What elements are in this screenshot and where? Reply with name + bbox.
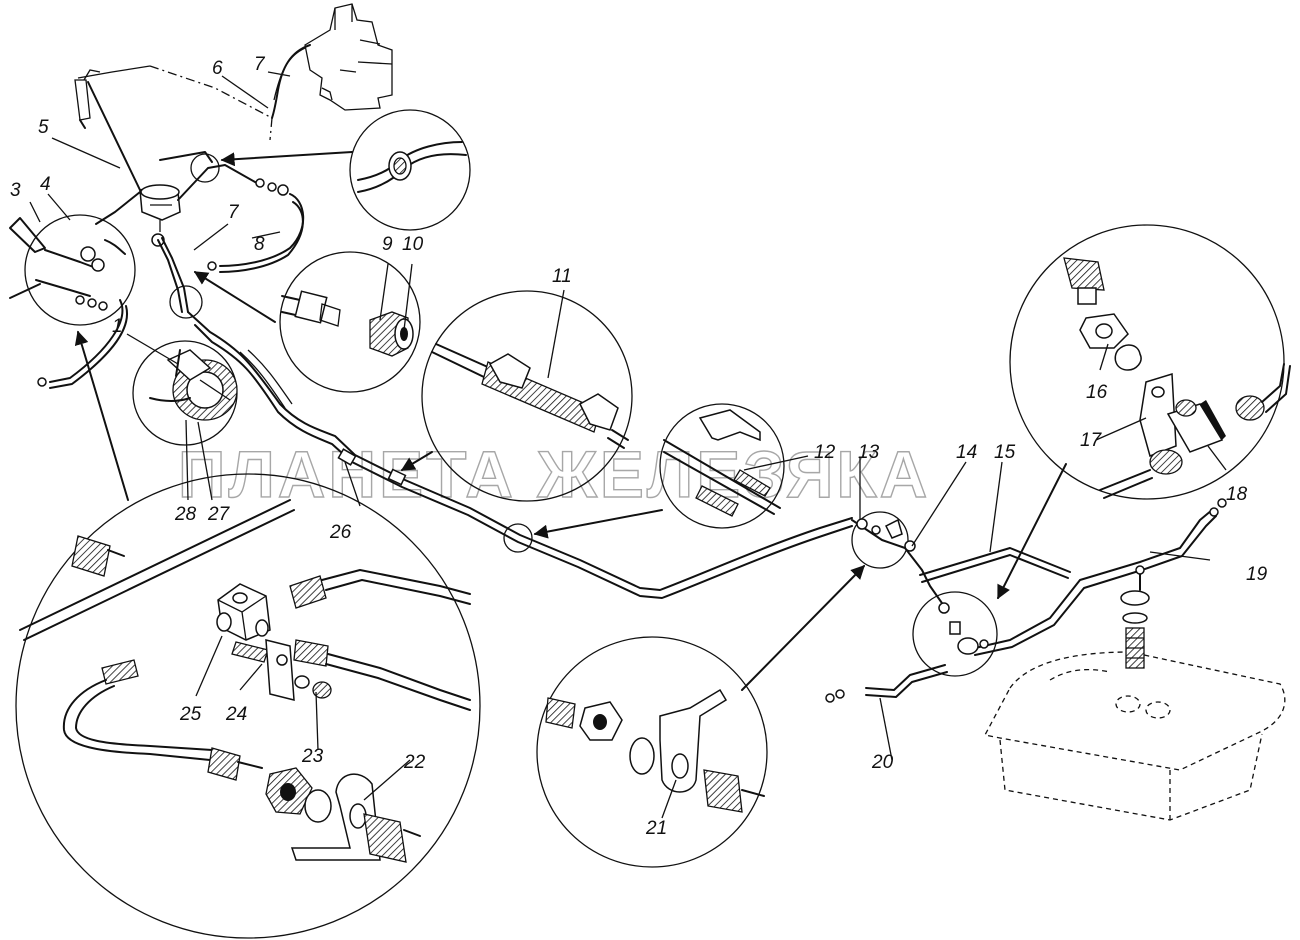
fitting-20-b [825, 693, 835, 703]
injection-pump [304, 3, 393, 111]
pipe-19-b [974, 515, 1217, 656]
main-fuel-line-upper [187, 311, 853, 591]
callout-13: 13 [858, 442, 880, 463]
fitting-19-a [1209, 507, 1219, 517]
joint-marker-13 [851, 511, 909, 569]
fitting-14 [904, 540, 916, 552]
detail-circle-nut-fitting [279, 251, 421, 393]
callout-22: 22 [403, 752, 426, 773]
callout-7-mid: 7 [228, 202, 240, 223]
pipe-20-b [865, 671, 948, 698]
fuel-gauge-sender [1120, 565, 1150, 669]
callout-15: 15 [994, 442, 1016, 463]
return-pipe-15-b [921, 554, 1069, 583]
callout-26: 26 [329, 522, 352, 543]
arrow-top-detail [220, 151, 353, 167]
callout-23: 23 [301, 746, 324, 767]
return-pipe-15 [919, 547, 1071, 576]
callout-10: 10 [402, 234, 424, 255]
flex-hose-8 [207, 178, 305, 273]
detail-circle-pipe-joint [349, 109, 471, 231]
control-rod-5 [87, 81, 141, 191]
arrow-to-sleeve [533, 509, 663, 539]
leader-lines [29, 71, 1227, 819]
joint-marker-12 [503, 523, 533, 553]
main-fuel-line-lower [194, 324, 853, 599]
detail-circle-left-fittings [9, 214, 136, 326]
control-dashed-line [149, 65, 273, 141]
fitting-19-b [1217, 498, 1227, 508]
fitting-13-b [871, 525, 881, 535]
detail-circle-tee-block [1009, 224, 1291, 500]
detail-circle-bracket-21 [536, 636, 768, 868]
pipe-to-separator-2 [161, 237, 189, 313]
joint-marker-7 [169, 285, 203, 319]
callout-8: 8 [254, 234, 265, 255]
hose-left-lower [49, 299, 124, 383]
pump-fuel-hose-inner [273, 47, 306, 101]
callout-17: 17 [1080, 430, 1103, 451]
callout-14: 14 [956, 442, 977, 463]
hose-left-lower-2 [49, 305, 128, 389]
fitting-13-a [856, 518, 868, 530]
callout-24: 24 [225, 704, 247, 725]
detail-circle-manifold [15, 473, 481, 939]
clamp-26 [337, 448, 357, 466]
joint-marker-top [190, 153, 220, 183]
callout-16: 16 [1086, 382, 1108, 403]
arrow-to-joint-9-10 [193, 271, 276, 323]
clamp-11 [387, 468, 407, 486]
callout-9: 9 [382, 234, 393, 255]
arrow-to-joint-13 [741, 565, 865, 691]
pipe-13-14 [851, 519, 945, 607]
callout-5: 5 [38, 117, 49, 138]
pipe-to-manifold [159, 151, 213, 163]
callout-18: 18 [1226, 484, 1248, 505]
callout-19: 19 [1246, 564, 1268, 585]
arrow-to-left-detail [74, 330, 129, 501]
callout-7-top: 7 [254, 54, 266, 75]
arrow-to-clamp [400, 451, 433, 471]
pipe-19 [974, 509, 1213, 649]
fuel-filter [139, 184, 181, 247]
callout-6: 6 [212, 58, 223, 79]
callout-11: 11 [552, 266, 572, 287]
pipe-to-separator [157, 239, 183, 313]
callout-labels: 1 3 4 5 6 7 7 8 9 10 11 12 13 14 15 16 1… [10, 54, 1268, 839]
callout-20: 20 [871, 752, 894, 773]
detail-circle-junction [912, 591, 998, 677]
control-linkage [74, 65, 151, 129]
detail-circle-separator [132, 340, 238, 446]
detail-circle-sleeve [659, 403, 809, 529]
filter-outlet-pipe [177, 164, 263, 201]
detail-circle-hose-clamps [421, 289, 633, 502]
watermark-text: ПЛАНЕТА ЖЕЛЕЗЯКА [178, 437, 930, 511]
flex-sleeve-26 [239, 349, 293, 409]
pump-fuel-hose [271, 44, 311, 119]
callout-25: 25 [179, 704, 202, 725]
callout-21: 21 [645, 818, 667, 839]
arrow-to-junction [997, 463, 1067, 600]
callout-4: 4 [40, 174, 51, 195]
fuel-tank [984, 651, 1286, 821]
callout-1: 1 [112, 316, 123, 337]
callout-3: 3 [10, 180, 21, 201]
callout-27: 27 [207, 504, 231, 525]
bracket-13 [884, 518, 903, 539]
pipe-20 [865, 664, 946, 691]
callout-12: 12 [814, 442, 836, 463]
fitting-20-a [835, 689, 845, 699]
callout-28: 28 [174, 504, 197, 525]
hose-end-fitting [37, 377, 47, 387]
